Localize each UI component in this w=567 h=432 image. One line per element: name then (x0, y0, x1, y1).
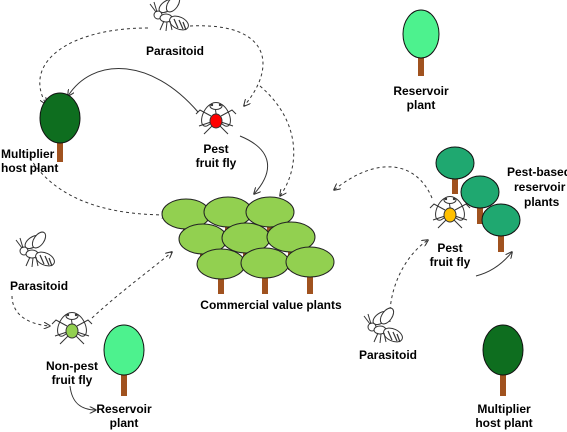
pest-label-top-line1: Pest (203, 142, 228, 156)
parasitoid-label-left: Parasitoid (10, 279, 68, 293)
parasitoid-label-top: Parasitoid (146, 44, 204, 58)
reservoir-label-top-line2: plant (407, 98, 436, 112)
multiplier-host-plant-icon-top (39, 92, 81, 162)
pest-fruit-fly-icon-top (195, 101, 237, 135)
connector-arrows (11, 25, 512, 410)
parasitoid-icon-top (149, 0, 192, 34)
pest-reservoir-label-line3: plants (524, 195, 560, 209)
multiplier-host-plant-icon-bottom (482, 324, 524, 396)
pest-label-top-line2: fruit fly (196, 156, 237, 170)
reservoir-plant-icon-bottom (103, 324, 145, 396)
multiplier-label-top-line2: host plant (1, 161, 58, 175)
pest-label-right-line2: fruit fly (430, 255, 471, 269)
commercial-value-label: Commercial value plants (200, 298, 342, 312)
pest-fruit-fly-icon-right (429, 195, 471, 229)
reservoir-label-bottom-line2: plant (110, 416, 139, 430)
non-pest-label-line2: fruit fly (52, 373, 93, 387)
pest-based-reservoir-plants-icon (435, 146, 521, 252)
parasitoid-icon-left (15, 229, 58, 270)
multiplier-label-bottom-line2: host plant (475, 416, 532, 430)
multiplier-label-bottom-line1: Multiplier (477, 402, 531, 416)
pest-label-right-line1: Pest (437, 241, 462, 255)
reservoir-plant-icon-top (402, 9, 440, 76)
non-pest-fruit-fly-icon (51, 311, 93, 345)
parasitoid-icon-bottom (363, 305, 406, 346)
pest-reservoir-label-line2: reservoir (514, 180, 566, 194)
parasitoid-label-bottom: Parasitoid (359, 348, 417, 362)
reservoir-label-bottom-line1: Reservoir (96, 402, 152, 416)
commercial-value-plants-icon (161, 196, 335, 294)
text-labels: Parasitoid Multiplier host plant Pest fr… (1, 44, 567, 430)
reservoir-label-top-line1: Reservoir (393, 84, 449, 98)
pest-reservoir-label-line1: Pest-based (507, 165, 567, 179)
non-pest-label-line1: Non-pest (46, 359, 98, 373)
multiplier-label-top-line1: Multiplier (1, 147, 55, 161)
